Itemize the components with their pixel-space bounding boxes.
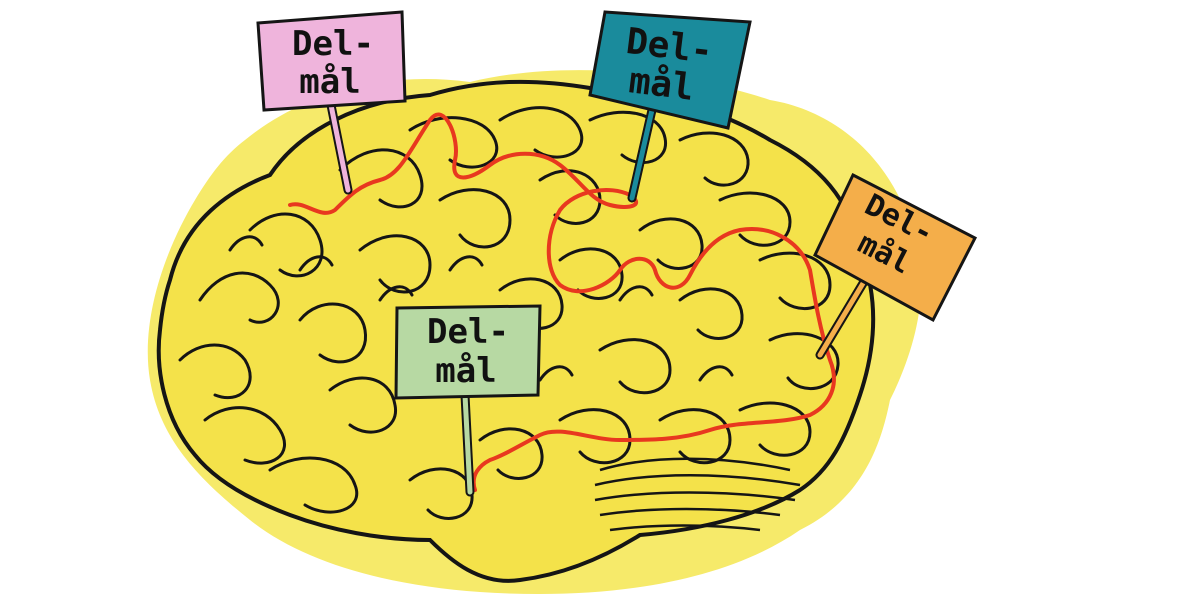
sign-pink: Del- mål — [256, 10, 407, 195]
brain-folds — [178, 106, 840, 520]
sign-pink-line1: Del- — [292, 24, 374, 64]
sign-orange: Del- mål — [813, 172, 978, 360]
sign-teal: Del- mål — [588, 10, 752, 203]
sign-green: Del- mål — [394, 304, 542, 497]
sign-green-line1: Del- — [427, 312, 509, 352]
sign-green-line2: mål — [435, 351, 496, 391]
brain-cerebellum — [594, 457, 801, 532]
route-path-line — [288, 112, 836, 492]
sign-teal-line2: mål — [627, 60, 697, 109]
sign-pink-line2: mål — [299, 62, 360, 102]
